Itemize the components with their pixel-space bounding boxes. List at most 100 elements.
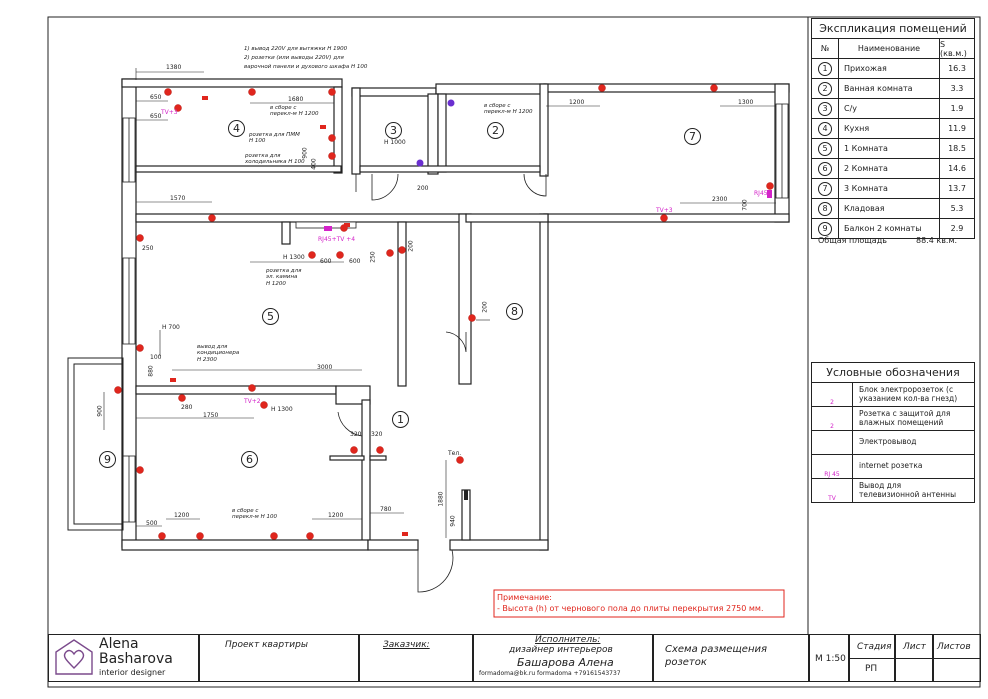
dim-text: 2300 (712, 196, 728, 203)
legend-title: Условные обозначения (812, 363, 974, 383)
room-number: 5 (262, 308, 279, 325)
legend-text: Розетка с защитой для влажных помещений (859, 408, 951, 427)
remark-text: - Высота (h) от чернового пола до плиты … (497, 604, 764, 613)
room-area: 11.9 (948, 124, 966, 133)
dim-text: 600 (349, 258, 361, 265)
room-number: 4 (228, 120, 245, 137)
executor-role: дизайнер интерьеров (509, 645, 613, 655)
dim-text: 1570 (170, 195, 186, 202)
executor-name: Башарова Алена (517, 656, 614, 669)
tv-label: TV+3 (656, 207, 673, 214)
windows (122, 103, 789, 523)
legend-row: Электровывод (812, 431, 974, 455)
kitchen-hood-note-2: 2) розетки (или выводы 220V) для (244, 55, 344, 61)
room-area: 13.7 (948, 184, 966, 193)
dim-text: 1380 (166, 64, 182, 71)
fireplace-socket-note: розетка для эл. камина Н 1200 (266, 268, 302, 287)
room-number: 8 (506, 303, 523, 320)
legend-sub: 2 (830, 399, 834, 406)
logo-name-1: Alena (99, 636, 139, 652)
dim-text: 400 (310, 158, 318, 170)
kitchen-hood-note-3: варочной панели и духового шкафа Н 100 (244, 64, 368, 70)
dim-text: 320 (371, 431, 383, 438)
explication-row: 2 Ванная комната 3.3 (812, 79, 974, 99)
scale-value: М 1:50 (815, 654, 846, 664)
explication-title: Экспликация помещений (812, 19, 974, 39)
room-number: 9 (99, 451, 116, 468)
dim-text: Н 1300 (283, 254, 305, 261)
sheet-title-cell: Схема размещения розеток (652, 634, 810, 682)
room-area: 2.9 (950, 224, 964, 233)
explication-table: Экспликация помещений № Наименование S (… (811, 18, 975, 239)
room-area: 1.9 (950, 104, 964, 113)
dim-text: 650 (150, 113, 162, 120)
room-number: 2 (487, 122, 504, 139)
room-name: 3 Комната (839, 179, 940, 198)
room2-switch-note: в сборе с перекл-м Н 100 (232, 508, 277, 521)
dimension-lines (103, 68, 776, 538)
room-number-badge: 8 (818, 201, 832, 216)
sheets-cell: Листов (932, 634, 981, 682)
customer-cell: Заказчик: (358, 634, 474, 682)
legend-symbol: 2 (812, 407, 853, 430)
room-number-badge: 6 (818, 161, 832, 176)
room-area: 3.3 (950, 84, 964, 93)
room-number-badge: 3 (818, 101, 832, 116)
dim-text: 320 (350, 431, 362, 438)
legend-symbol: TV (812, 479, 853, 502)
dim-text: 1880 (437, 491, 445, 507)
room-number: 3 (385, 122, 402, 139)
legend-sub: RJ 45 (824, 471, 840, 478)
dim-text: 1200 (174, 512, 190, 519)
dim-text: 600 (320, 258, 332, 265)
customer-label: Заказчик: (383, 640, 430, 650)
dim-text: 780 (380, 506, 392, 513)
logo-heart-icon (55, 639, 93, 675)
room-name: 1 Комната (839, 139, 940, 158)
dim-text: 1300 (738, 99, 754, 106)
dim-text: 900 (301, 147, 309, 159)
sheet-title: Схема размещения розеток (665, 644, 768, 668)
dim-text: Н 700 (162, 324, 180, 331)
dim-text: 250 (142, 245, 154, 252)
dim-text: 1200 (569, 99, 585, 106)
room-number: 6 (241, 451, 258, 468)
dim-text: 200 (481, 301, 489, 313)
rj45-tv-label: RJ45+TV +4 (318, 236, 356, 243)
room-name: Кухня (839, 119, 940, 138)
total-area-label: Общая площадь (818, 236, 887, 245)
stage-value: РП (865, 664, 878, 674)
room-number: 7 (684, 128, 701, 145)
room-name: Ванная комната (839, 79, 940, 98)
dim-text: 940 (449, 515, 457, 527)
remark-title: Примечание: (497, 593, 552, 602)
balcony (67, 357, 124, 531)
tv-label: TV+2 (244, 398, 261, 405)
room-number-badge: 5 (818, 141, 832, 156)
socket-blocks (114, 84, 774, 540)
room-number-badge: 2 (818, 81, 832, 96)
stage-cell: Стадия РП (848, 634, 896, 682)
executor-cell: Исполнитель: дизайнер интерьеров Башаров… (472, 634, 654, 682)
sheet-label: Лист (903, 642, 926, 652)
electro-outputs (170, 96, 408, 536)
walls (121, 78, 790, 551)
kitchen-switch-note: в сборе с перекл-м Н 1200 (270, 105, 319, 118)
project-label: Проект квартиры (225, 640, 308, 650)
room-name: Кладовая (839, 199, 940, 218)
room-number-badge: 9 (818, 221, 832, 236)
sheet-cell: Лист (894, 634, 934, 682)
dim-text: Тел. (448, 450, 462, 457)
legend-symbol (812, 431, 853, 454)
room-name: Балкон 2 комнаты (839, 219, 940, 238)
remark-box (493, 589, 785, 618)
